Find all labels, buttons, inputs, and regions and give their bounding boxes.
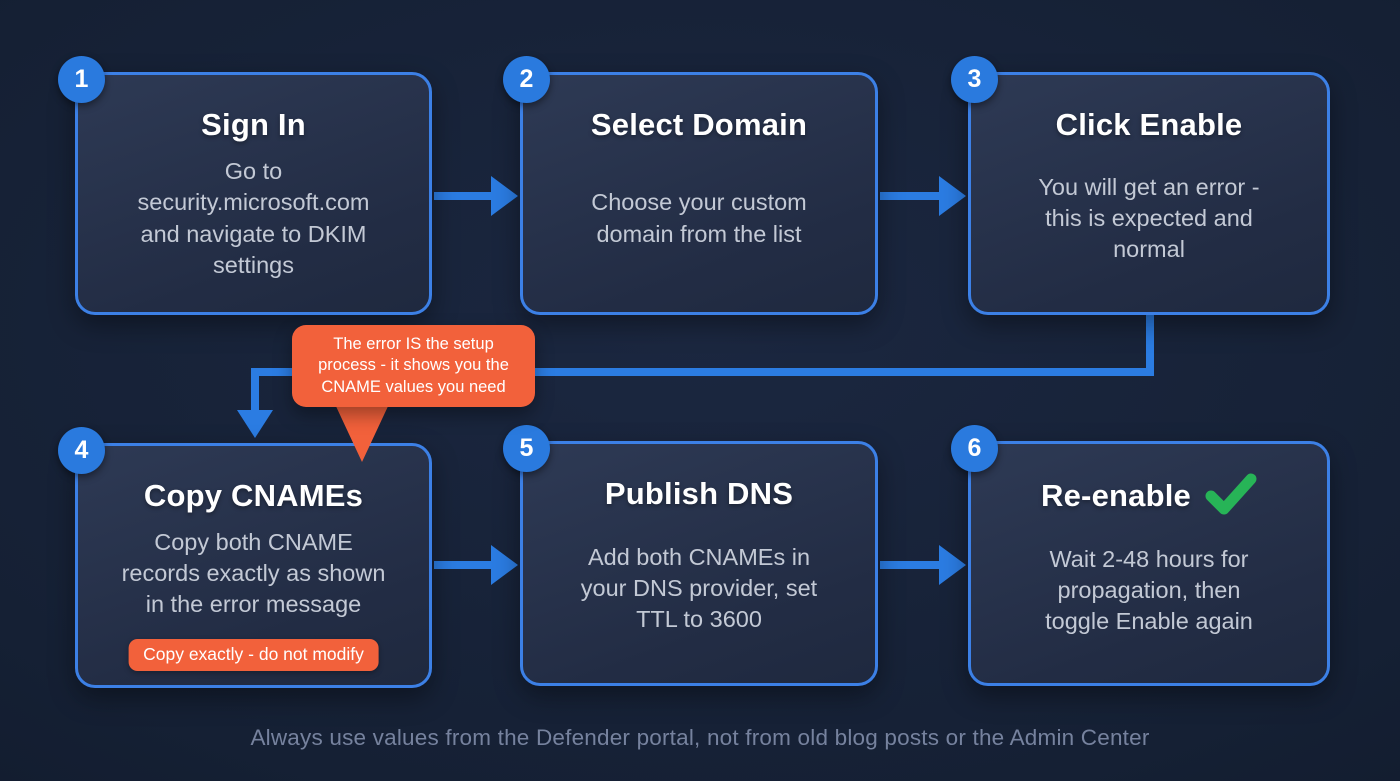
step-title: Sign In [201,107,306,142]
connector-horizontal-segment [251,368,1154,376]
step-card-sign-in: 1 Sign In Go to security.microsoft.com a… [58,56,432,315]
step-card-select-domain: 2 Select Domain Choose your custom domai… [503,56,878,315]
step-description: Wait 2-48 hours for propagation, then to… [1045,545,1253,635]
step-card-re-enable: 6 Re-enable Wait 2-48 hours for propagat… [951,425,1330,686]
step-number: 5 [519,434,534,462]
step-card-click-enable: 3 Click Enable You will get an error - t… [951,56,1330,315]
step-description: Copy both CNAME records exactly as shown… [121,528,386,618]
arrow-step1-to-step2 [434,176,518,216]
step-number-badge: 2 [503,56,550,103]
step-number: 6 [967,434,982,462]
step-title: Copy CNAMEs [143,478,364,513]
step-card-copy-cnames: 4 Copy CNAMEs Copy both CNAME records ex… [58,427,432,688]
connector-step3-down-segment [1146,314,1154,376]
callout-bubble: The error IS the setup process - it show… [292,325,535,407]
callout-text: The error IS the setup process - it show… [318,335,509,396]
step-title: Publish DNS [604,476,794,511]
connector-step4-down-segment [251,368,259,412]
step-title: Click Enable [1055,107,1243,142]
step-title: Re-enable [1041,478,1191,513]
step-number-badge: 4 [58,427,105,474]
step-description: Choose your custom domain from the list [591,189,807,247]
step-description: Add both CNAMEs in your DNS provider, se… [580,543,818,633]
warning-pill: Copy exactly - do not modify [128,638,379,671]
arrow-shaft [880,192,940,200]
check-icon [1205,473,1257,515]
arrow-right-icon [939,176,966,216]
step-title: Select Domain [590,107,808,142]
step-number-badge: 5 [503,425,550,472]
step-number: 4 [74,436,89,464]
step-number-badge: 3 [951,56,998,103]
step-description: Go to security.microsoft.com and navigat… [137,158,370,278]
step-number: 3 [967,65,982,93]
step-number-badge: 6 [951,425,998,472]
arrow-step2-to-step3 [880,176,966,216]
footer-note: Always use values from the Defender port… [250,725,1150,750]
step-description: You will get an error - this is expected… [1038,173,1260,263]
step-number-badge: 1 [58,56,105,103]
arrow-down-icon [237,410,273,438]
arrow-right-icon [939,545,966,585]
callout-tail [334,402,390,462]
arrow-step5-to-step6 [880,545,966,585]
arrow-step4-to-step5 [434,545,518,585]
step-card-publish-dns: 5 Publish DNS Add both CNAMEs in your DN… [503,425,878,686]
step-number: 1 [74,65,89,93]
arrow-right-icon [491,545,518,585]
arrow-shaft [880,561,940,569]
arrow-shaft [434,192,492,200]
arrow-shaft [434,561,492,569]
step-number: 2 [519,65,534,93]
arrow-right-icon [491,176,518,216]
